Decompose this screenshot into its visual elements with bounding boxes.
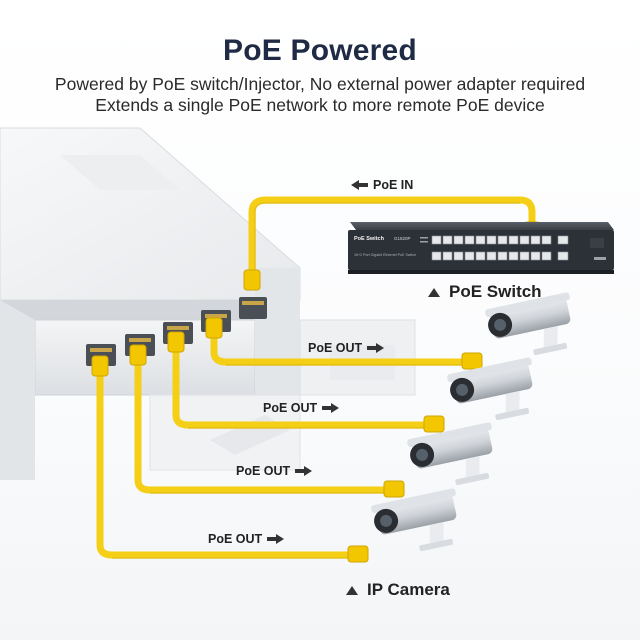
triangle-up-icon	[346, 585, 358, 595]
arrow-right-icon	[322, 403, 340, 413]
poe-switch-label: PoE Switch	[428, 282, 542, 302]
poe-out-text: PoE OUT	[263, 401, 318, 415]
arrow-right-icon	[367, 343, 385, 353]
poe-out-text: PoE OUT	[308, 341, 363, 355]
arrow-left-icon	[351, 180, 368, 190]
page-title: PoE Powered	[223, 34, 417, 67]
poe-out-label-3: PoE OUT	[236, 464, 313, 478]
poe-out-label-4: PoE OUT	[208, 532, 285, 546]
ip-cameras	[371, 292, 571, 552]
switch-model-text: G1820P	[394, 236, 411, 241]
poe-out-text: PoE OUT	[208, 532, 263, 546]
arrow-right-icon	[295, 466, 313, 476]
switch-desc-text: 16+2 Port Gigabit Ethernet PoE Switch	[354, 253, 416, 257]
subtitle-line-2: Extends a single PoE network to more rem…	[95, 95, 545, 115]
yellow-cables	[96, 196, 536, 559]
poe-out-text: PoE OUT	[236, 464, 291, 478]
poe-in-label: PoE IN	[351, 178, 414, 192]
ip-camera-label: IP Camera	[346, 580, 450, 600]
poe-in-text: PoE IN	[373, 178, 414, 192]
arrow-right-icon	[267, 534, 285, 544]
poe-switch-text: PoE Switch	[449, 282, 542, 301]
poe-out-label-2: PoE OUT	[263, 401, 340, 415]
triangle-up-icon	[428, 287, 440, 297]
poe-switch-device	[348, 222, 614, 274]
poe-out-label-1: PoE OUT	[308, 341, 385, 355]
poe-extender-box	[0, 127, 416, 480]
switch-brand-text: PoE Switch	[354, 236, 385, 242]
ip-camera-text: IP Camera	[367, 580, 450, 599]
subtitle-line-1: Powered by PoE switch/Injector, No exter…	[54, 74, 586, 94]
